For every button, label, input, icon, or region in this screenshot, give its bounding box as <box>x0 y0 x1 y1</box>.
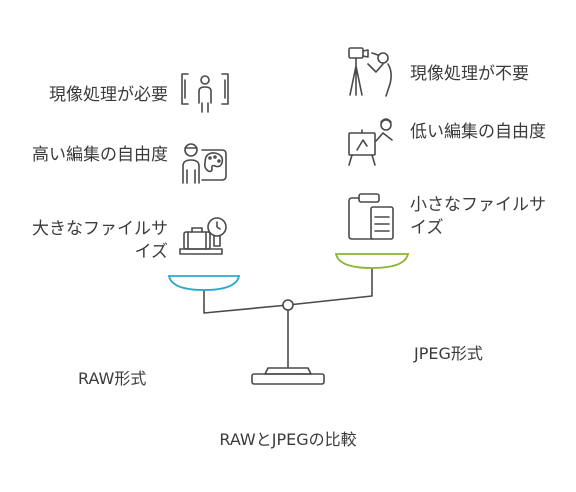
left-item-2-label: 高い編集の自由度 <box>32 145 168 165</box>
easel-icon <box>348 118 393 166</box>
left-item-1-label: 現像処理が必要 <box>49 85 168 105</box>
raw-format-label: RAW形式 <box>78 369 147 388</box>
photographer-tripod-icon <box>348 47 392 97</box>
right-scale-pan <box>334 253 410 269</box>
right-item-2-label: 低い編集の自由度 <box>410 122 546 142</box>
left-scale-pan <box>167 275 241 291</box>
right-item-1-label: 現像処理が不要 <box>410 64 529 84</box>
suitcase-on-scale-icon <box>179 217 227 255</box>
clipboard-document-icon <box>348 193 394 240</box>
scale-beam <box>203 268 373 314</box>
scale-stand <box>251 306 325 385</box>
right-item-3-label: 小さなファイルサイズ <box>410 195 546 238</box>
person-between-brackets-icon <box>181 73 229 113</box>
jpeg-format-label: JPEG形式 <box>414 344 483 363</box>
diagram-caption: RAWとJPEGの比較 <box>219 430 357 449</box>
painter-palette-icon <box>182 143 227 184</box>
left-item-3-label: 大きなファイルサイズ <box>32 219 168 262</box>
